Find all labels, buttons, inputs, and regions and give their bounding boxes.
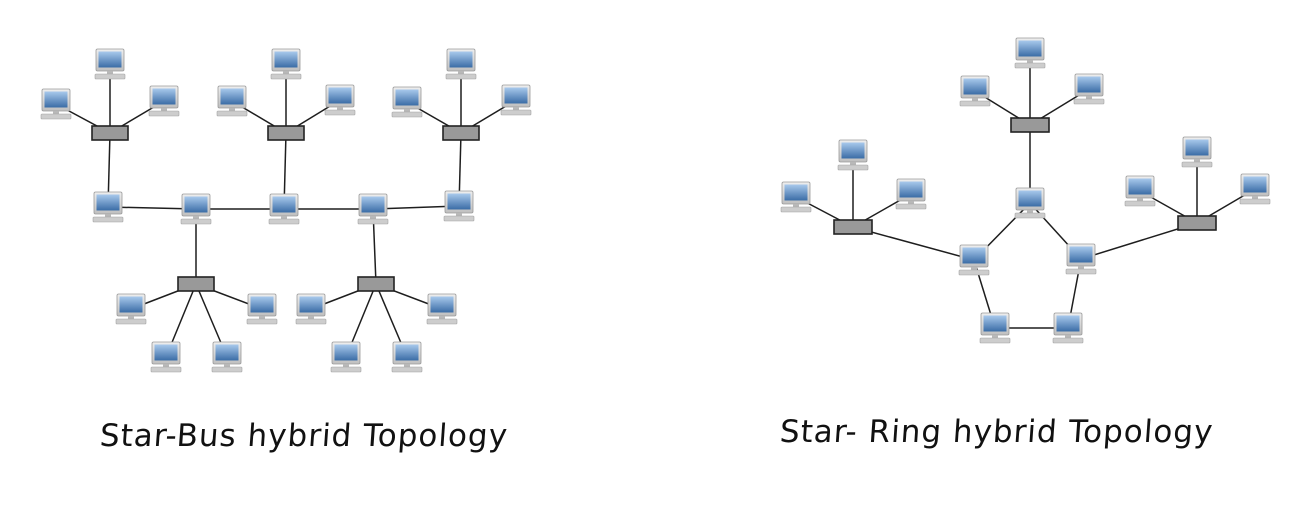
computer-icon	[295, 293, 327, 325]
hub-icon	[833, 219, 873, 235]
computer-icon	[780, 181, 812, 213]
computer-icon	[1014, 187, 1046, 219]
computer-icon	[1239, 173, 1271, 205]
computer-icon	[270, 48, 302, 80]
network-computers	[40, 37, 1271, 373]
computer-icon	[959, 75, 991, 107]
computer-icon	[246, 293, 278, 325]
link-sb-b1-sb-b2	[107, 206, 197, 210]
star-ring-caption: Star- Ring hybrid Topology	[778, 414, 1215, 450]
computer-icon	[1124, 175, 1156, 207]
hub-icon	[1010, 117, 1050, 133]
hub-icon	[177, 276, 215, 292]
computer-icon	[1014, 37, 1046, 69]
computer-icon	[426, 293, 458, 325]
computer-icon	[391, 341, 423, 373]
hub-icon	[357, 276, 395, 292]
computer-icon	[500, 84, 532, 116]
computer-icon	[1065, 243, 1097, 275]
hub-icon	[1177, 215, 1217, 231]
hub-icon	[267, 125, 305, 141]
computer-icon	[180, 193, 212, 225]
computer-icon	[443, 190, 475, 222]
computer-icon	[216, 85, 248, 117]
computer-icon	[391, 86, 423, 118]
computer-icon	[1181, 136, 1213, 168]
link-sr-h2-sr-r2	[852, 226, 975, 261]
computer-icon	[40, 88, 72, 120]
computer-icon	[211, 341, 243, 373]
computer-icon	[92, 191, 124, 223]
computer-icon	[1052, 312, 1084, 344]
computer-icon	[357, 193, 389, 225]
network-hubs	[91, 117, 1217, 292]
computer-icon	[958, 244, 990, 276]
computer-icon	[324, 84, 356, 116]
computer-icon	[1073, 73, 1105, 105]
computer-icon	[979, 312, 1011, 344]
computer-icon	[445, 48, 477, 80]
star-bus-caption: Star-Bus hybrid Topology	[98, 418, 510, 454]
computer-icon	[330, 341, 362, 373]
computer-icon	[148, 85, 180, 117]
hub-icon	[91, 125, 129, 141]
computer-icon	[115, 293, 147, 325]
computer-icon	[895, 178, 927, 210]
hub-icon	[442, 125, 480, 141]
computer-icon	[150, 341, 182, 373]
computer-icon	[837, 139, 869, 171]
computer-icon	[268, 193, 300, 225]
computer-icon	[94, 48, 126, 80]
